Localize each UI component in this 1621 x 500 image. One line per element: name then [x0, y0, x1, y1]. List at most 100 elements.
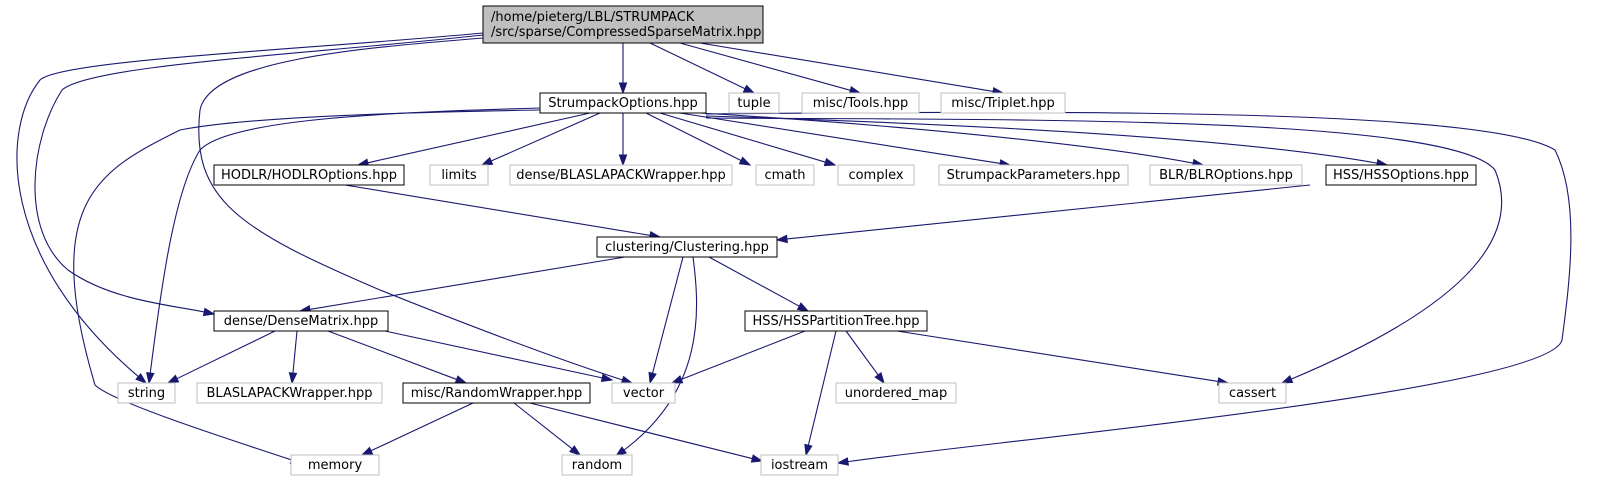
node-memory: memory	[290, 454, 380, 476]
edge-root-to-opts	[618, 43, 628, 95]
node-triplet: misc/Triplet.hpp	[940, 92, 1066, 114]
node-label: vector	[623, 386, 665, 401]
node-label: /src/sparse/CompressedSparseMatrix.hpp	[491, 25, 761, 40]
edge-randw-to-iostream	[529, 402, 764, 463]
node-box	[561, 454, 633, 476]
node-box	[801, 92, 920, 114]
edge-line	[149, 107, 541, 375]
edge-clust-to-hsspt	[708, 256, 810, 312]
edge-clust-to-dense	[298, 256, 626, 314]
edge-arrowhead	[738, 156, 752, 166]
node-clust[interactable]: clustering/Clustering.hpp	[596, 236, 778, 258]
node-box	[744, 310, 928, 332]
edge-arrowhead	[648, 371, 657, 385]
node-box	[429, 164, 489, 186]
edge-root-to-string	[16, 32, 484, 384]
node-box	[290, 454, 380, 476]
node-box	[213, 164, 405, 186]
edge-line	[513, 402, 574, 450]
edge-line	[679, 42, 852, 92]
edge-line	[529, 402, 754, 460]
node-box	[755, 164, 815, 186]
edge-root-to-tuple	[649, 42, 756, 94]
edge-hsspt-to-vector	[670, 330, 806, 384]
edge-opts-to-hss	[705, 115, 1389, 168]
edge-opts-to-blaswrap	[618, 113, 628, 167]
edge-line	[705, 111, 1572, 463]
node-label: StrumpackOptions.hpp	[548, 96, 698, 111]
node-label: unordered_map	[845, 386, 948, 401]
edge-line	[659, 112, 827, 163]
edge-dense-to-vector	[384, 330, 614, 382]
edge-line	[622, 256, 698, 452]
node-string: string	[117, 382, 176, 404]
node-hss[interactable]: HSS/HSSOptions.hpp	[1325, 164, 1477, 186]
node-opts[interactable]: StrumpackOptions.hpp	[539, 92, 707, 114]
edge-root-to-tools	[679, 42, 862, 95]
edge-opts-to-string	[146, 107, 541, 385]
node-box	[509, 164, 733, 186]
node-box	[539, 92, 707, 114]
edge-line	[308, 256, 626, 311]
edge-arrowhead	[775, 234, 788, 244]
node-hsspt[interactable]: HSS/HSSPartitionTree.hpp	[744, 310, 928, 332]
edge-line	[73, 109, 541, 461]
node-box	[482, 5, 764, 44]
node-cmath: cmath	[755, 164, 815, 186]
node-label: /home/pieterg/LBL/STRUMPACK	[491, 10, 695, 25]
edge-line	[708, 256, 801, 308]
node-limits: limits	[429, 164, 489, 186]
edge-arrowhead	[750, 454, 764, 463]
edge-line	[679, 112, 1002, 165]
node-label: limits	[441, 168, 477, 183]
edge-arrowhead	[360, 446, 374, 456]
edge-dense-to-blaswrap2	[288, 330, 298, 385]
node-iostream: iostream	[760, 454, 839, 476]
edge-line	[645, 112, 743, 162]
edge-line	[34, 34, 484, 313]
node-box	[938, 164, 1129, 186]
node-label: random	[572, 458, 622, 473]
node-box	[1149, 164, 1303, 186]
edge-hsspt-to-umap	[845, 330, 885, 385]
edge-arrowhead	[135, 372, 148, 384]
node-label: BLASLAPACKWrapper.hpp	[207, 386, 373, 401]
edge-arrowhead	[569, 445, 582, 456]
edge-opts-to-complex	[659, 112, 837, 167]
edge-hodlr-to-clust	[344, 184, 662, 240]
node-box	[728, 92, 780, 114]
node-randw[interactable]: misc/RandomWrapper.hpp	[402, 382, 591, 404]
node-label: cmath	[764, 168, 805, 183]
edge-arrowhead	[618, 82, 628, 95]
edge-arrowhead	[796, 302, 810, 312]
edge-line	[807, 330, 837, 447]
edge-opts-to-limits	[480, 112, 601, 166]
node-label: misc/Triplet.hpp	[951, 96, 1054, 111]
edge-opts-to-cassert	[705, 117, 1503, 384]
edge-line	[845, 330, 880, 377]
edge-arrowhead	[1280, 374, 1294, 384]
edge-line	[699, 42, 995, 93]
edge-arrowhead	[823, 157, 837, 167]
node-root[interactable]: /home/pieterg/LBL/STRUMPACK/src/sparse/C…	[482, 5, 764, 44]
node-box	[402, 382, 591, 404]
node-box	[1218, 382, 1287, 404]
edge-line	[699, 112, 1195, 164]
edge-opts-to-cmath	[645, 112, 752, 166]
node-label: StrumpackParameters.hpp	[947, 168, 1121, 183]
edge-arrowhead	[146, 372, 155, 385]
edge-hsspt-to-cassert	[896, 330, 1230, 386]
node-box	[196, 382, 383, 404]
edge-dense-to-randw	[327, 330, 468, 384]
edge-arrowhead	[614, 446, 628, 457]
node-complex: complex	[837, 164, 915, 186]
edge-line	[785, 184, 1311, 240]
edge-opts-to-iostream	[705, 111, 1572, 466]
node-label: tuple	[737, 96, 770, 111]
edge-arrowhead	[454, 375, 468, 384]
node-vector: vector	[611, 382, 676, 404]
edge-arrowhead	[804, 443, 813, 457]
edge-line	[705, 115, 1379, 164]
node-hodlr[interactable]: HODLR/HODLROptions.hpp	[213, 164, 405, 186]
node-dense[interactable]: dense/DenseMatrix.hpp	[213, 310, 389, 332]
